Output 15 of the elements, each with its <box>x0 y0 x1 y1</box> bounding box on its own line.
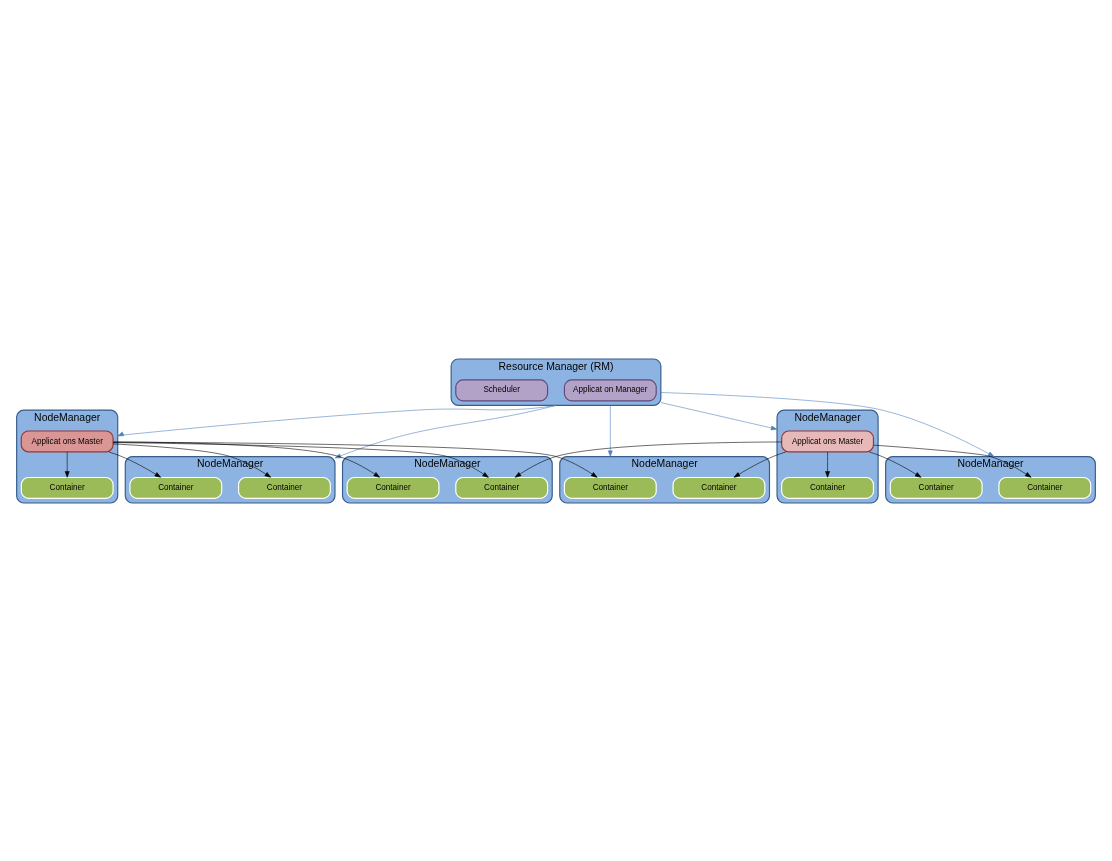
arrow <box>108 451 162 478</box>
arrow <box>112 441 598 478</box>
arrow <box>112 441 489 478</box>
arrow <box>112 441 380 478</box>
arrow <box>334 404 557 458</box>
arrow <box>868 451 922 478</box>
arrow <box>112 443 272 478</box>
arrow <box>608 404 613 457</box>
arrow <box>873 444 1032 478</box>
arrow <box>660 391 995 457</box>
arrow <box>64 451 70 478</box>
arrow <box>514 441 782 478</box>
arrow <box>825 451 830 478</box>
arrow <box>733 451 787 478</box>
arrow <box>660 401 778 430</box>
